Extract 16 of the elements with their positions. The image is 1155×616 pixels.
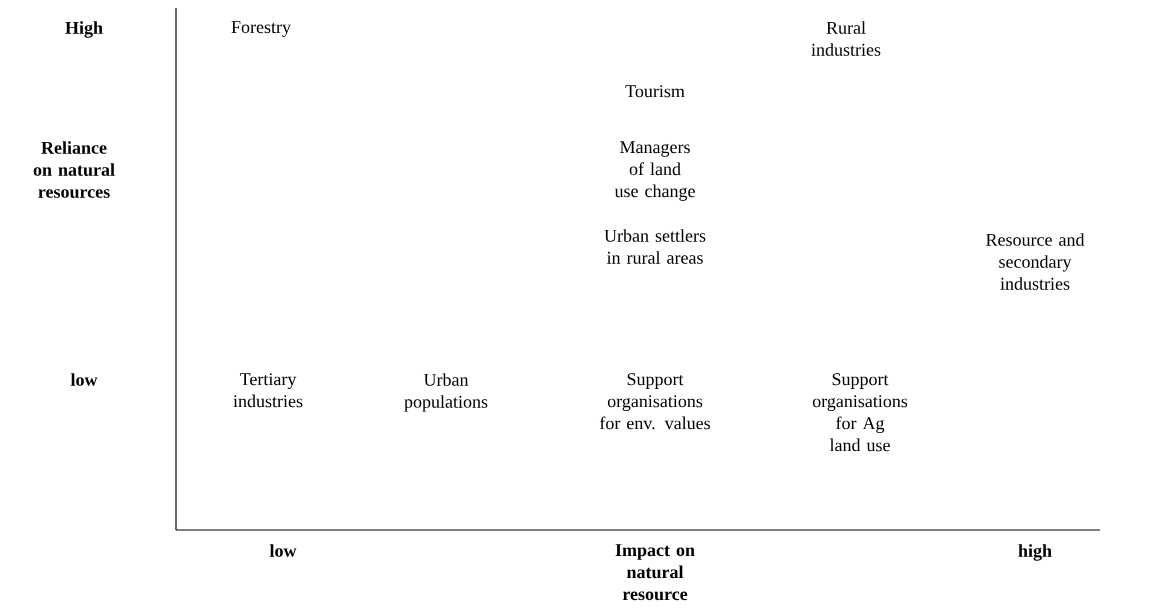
sector-label: Urban populations [404,373,488,412]
sector-label: Managers of land use change [614,141,695,201]
axis-label: High [65,21,103,38]
sector-label: Support organisations for env. values [599,373,710,430]
sector-label: Urban settlers in rural areas [604,229,706,264]
axis-label: low [70,373,98,386]
axis-title: Impact on natural resource [615,544,695,601]
sector-label: Resource and secondary industries [986,233,1085,290]
axis-label: low [269,544,297,557]
sector-label: Tertiary industries [233,373,303,408]
axis-label: high [1018,544,1052,561]
axis-title: Reliance on natural resources [33,141,115,198]
sector-label: Rural industries [811,21,881,56]
sector-label: Tourism [625,85,685,98]
sector-label: Forestry [231,21,291,37]
sector-label: Support organisations for Ag land use [812,373,908,452]
